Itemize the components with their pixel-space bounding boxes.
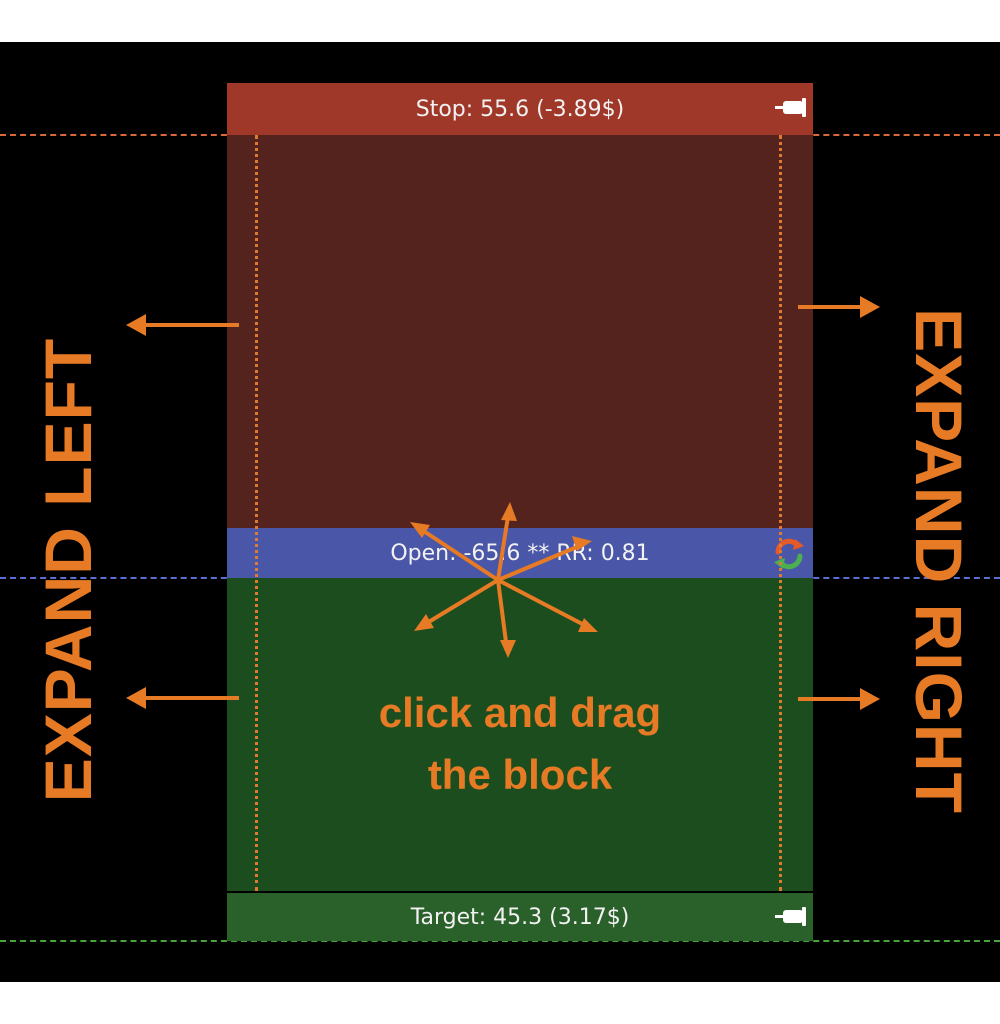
left-resize-handle[interactable]	[255, 135, 258, 891]
expand-right-label: EXPAND RIGHT	[902, 308, 976, 814]
stop-bar[interactable]: Stop: 55.6 (-3.89$)	[227, 83, 813, 135]
refresh-icon[interactable]	[771, 536, 807, 572]
arrow-left-icon	[126, 687, 239, 709]
arrow-right-icon	[798, 688, 880, 710]
expand-left-label: EXPAND LEFT	[31, 337, 105, 803]
target-bar[interactable]: Target: 45.3 (3.17$)	[227, 893, 813, 941]
stop-zone[interactable]	[227, 135, 813, 528]
drag-hint-line-1: click and drag	[378, 689, 662, 736]
move-arrows-icon	[410, 502, 598, 658]
pin-icon[interactable]	[773, 905, 809, 929]
stop-label: Stop: 55.6 (-3.89$)	[415, 96, 625, 122]
target-label: Target: 45.3 (3.17$)	[410, 904, 630, 930]
chart-canvas[interactable]: Stop: 55.6 (-3.89$) Open: -65.6 ** RR: 0…	[0, 42, 1000, 982]
target-level-line	[0, 940, 1000, 942]
drag-hint-line-2: the block	[427, 751, 613, 798]
position-block[interactable]: Stop: 55.6 (-3.89$) Open: -65.6 ** RR: 0…	[227, 83, 813, 941]
pin-icon[interactable]	[773, 96, 809, 120]
arrow-right-icon	[798, 296, 880, 318]
target-zone[interactable]	[227, 578, 813, 891]
right-resize-handle[interactable]	[779, 135, 782, 891]
arrow-left-icon	[126, 314, 239, 336]
open-label: Open: -65.6 ** RR: 0.81	[390, 540, 650, 566]
drag-hint: click and drag the block	[360, 682, 680, 806]
